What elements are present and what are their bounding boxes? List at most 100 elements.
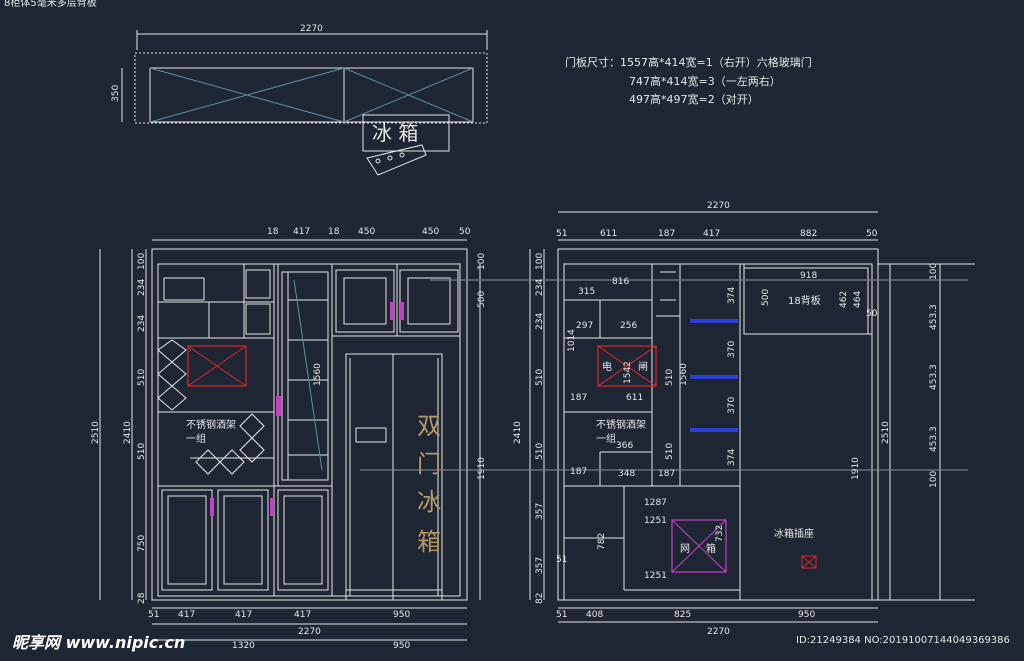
left-dim-bottom-4: 417 bbox=[294, 610, 311, 620]
right-inner-2510: 2510 bbox=[881, 421, 891, 444]
fridge-char-2: 门 bbox=[417, 450, 441, 478]
right-dim-top-4: 417 bbox=[703, 229, 720, 239]
right-inner-366: 366 bbox=[616, 441, 633, 451]
plan-depth-dim: 350 bbox=[111, 85, 121, 102]
right-inner-50: 50 bbox=[866, 309, 878, 319]
left-dim-side-2: 234 bbox=[137, 279, 147, 296]
plan-width-dim: 2270 bbox=[300, 24, 323, 34]
right-dim-right-1: 100 bbox=[929, 263, 939, 280]
right-inner-464: 464 bbox=[853, 291, 863, 308]
right-inner-1910: 1910 bbox=[851, 457, 861, 480]
left-elevation-accents bbox=[187, 302, 404, 516]
left-dim-right-2: 500 bbox=[477, 291, 487, 308]
left-dim-side-6: 750 bbox=[137, 535, 147, 552]
socket-label: 冰箱插座 bbox=[774, 527, 814, 540]
right-dim-bottom-1: 51 bbox=[556, 610, 567, 620]
right-inner-1287: 1287 bbox=[644, 498, 667, 508]
right-inner-1560: 1560 bbox=[679, 363, 689, 386]
left-subdim-1: 1320 bbox=[232, 641, 255, 651]
left-dim-right-total: 1910 bbox=[477, 457, 487, 480]
right-inner-732: 732 bbox=[715, 525, 725, 542]
door-note-2: 747高*414宽=3（一左两右） bbox=[629, 74, 781, 88]
right-inner-816: 816 bbox=[612, 277, 629, 287]
right-inner-374b: 374 bbox=[727, 449, 737, 466]
right-inner-315: 315 bbox=[578, 287, 595, 297]
left-dim-bottom-5: 950 bbox=[393, 610, 410, 620]
right-inner-510a: 510 bbox=[665, 369, 675, 386]
left-dim-side-1: 100 bbox=[137, 253, 147, 270]
network-label-1: 网 bbox=[680, 543, 690, 555]
network-label-2: 箱 bbox=[706, 542, 716, 555]
right-dim-right-4: 453.3 bbox=[929, 426, 939, 452]
right-inner-370a: 370 bbox=[727, 341, 737, 358]
plan-view bbox=[121, 30, 488, 176]
right-inner-782: 782 bbox=[597, 533, 607, 550]
left-dim-top-5: 450 bbox=[422, 227, 439, 237]
right-dim-bottom-2: 408 bbox=[586, 610, 603, 620]
left-dim-top-3: 18 bbox=[328, 227, 340, 237]
left-dim-top-1: 18 bbox=[267, 227, 279, 237]
right-inner-187c: 187 bbox=[658, 469, 675, 479]
left-total-width: 2270 bbox=[298, 627, 321, 637]
right-inner-256: 256 bbox=[620, 321, 637, 331]
left-wine-rack-label-1: 不锈钢酒架 bbox=[186, 418, 236, 431]
breaker-label-1: 电 bbox=[602, 360, 612, 373]
left-dim-side-3: 234 bbox=[137, 315, 147, 332]
right-panel-label: 18背板 bbox=[788, 294, 821, 307]
right-inner-1014: 1014 bbox=[567, 329, 577, 352]
left-total-height-1: 2510 bbox=[91, 421, 101, 444]
right-total-width-bottom: 2270 bbox=[707, 627, 730, 637]
left-dim-top-6: 50 bbox=[459, 227, 471, 237]
right-dim-top-3: 187 bbox=[658, 229, 675, 239]
right-elevation-accents bbox=[597, 319, 817, 573]
right-dim-side-2: 234 bbox=[535, 279, 545, 296]
right-total-height: 2410 bbox=[513, 421, 523, 444]
fridge-char-3: 冰 bbox=[417, 488, 441, 516]
left-dim-top-2: 417 bbox=[293, 227, 310, 237]
left-subdim-2: 950 bbox=[393, 641, 410, 651]
right-dim-bottom-4: 950 bbox=[798, 610, 815, 620]
watermark: 昵享网 www.nipic.cn bbox=[12, 633, 185, 652]
right-inner-348: 348 bbox=[618, 469, 635, 479]
right-inner-297: 297 bbox=[576, 321, 593, 331]
right-dim-side-4: 510 bbox=[535, 369, 545, 386]
right-total-width-top: 2270 bbox=[707, 201, 730, 211]
left-wine-rack-label-2: 一组 bbox=[186, 432, 206, 445]
right-inner-370b: 370 bbox=[727, 397, 737, 414]
right-dim-top-1: 51 bbox=[556, 229, 567, 239]
left-dim-bottom-2: 417 bbox=[178, 610, 195, 620]
right-dim-side-1: 100 bbox=[535, 253, 545, 270]
left-dim-right-1: 100 bbox=[477, 253, 487, 270]
right-wine-rack-label-1: 不锈钢酒架 bbox=[596, 418, 646, 431]
left-dim-top-4: 450 bbox=[358, 227, 375, 237]
right-elevation bbox=[360, 211, 975, 623]
right-inner-187b: 187 bbox=[570, 467, 587, 477]
right-dim-bottom-3: 825 bbox=[674, 610, 691, 620]
left-total-height-2: 2410 bbox=[123, 421, 133, 444]
image-id: ID:21249384 NO:20191007144049369386 bbox=[796, 635, 1010, 646]
right-dim-top-6: 50 bbox=[866, 229, 878, 239]
right-inner-1251b: 1251 bbox=[644, 571, 667, 581]
right-inner-1542: 1542 bbox=[623, 361, 633, 384]
left-dim-bottom-3: 417 bbox=[235, 610, 252, 620]
left-dim-side-4: 510 bbox=[137, 369, 147, 386]
right-inner-51: 51 bbox=[556, 555, 567, 565]
right-inner-374a: 374 bbox=[727, 287, 737, 304]
drawing-title: 8柜体5毫米多层背板 bbox=[4, 0, 97, 9]
fridge-char-1: 双 bbox=[417, 412, 441, 440]
right-dim-top-2: 611 bbox=[600, 229, 617, 239]
fridge-char-4: 箱 bbox=[417, 528, 441, 556]
right-dim-side-6: 357 bbox=[535, 503, 545, 520]
right-inner-500: 500 bbox=[761, 289, 771, 306]
right-dim-top-5: 882 bbox=[800, 229, 817, 239]
breaker-label-2: 闸 bbox=[638, 360, 648, 373]
left-dim-side-7: 28 bbox=[137, 592, 147, 604]
right-wine-rack-label-2: 一组 bbox=[596, 432, 616, 445]
door-note-3: 497高*497宽=2（对开） bbox=[629, 92, 759, 106]
right-inner-1251a: 1251 bbox=[644, 516, 667, 526]
door-note-1: 门板尺寸：1557高*414宽=1（右开）六格玻璃门 bbox=[565, 55, 812, 69]
left-dim-bottom-1: 51 bbox=[148, 610, 159, 620]
left-dim-side-5: 510 bbox=[137, 443, 147, 460]
right-dim-right-2: 453.3 bbox=[929, 304, 939, 330]
